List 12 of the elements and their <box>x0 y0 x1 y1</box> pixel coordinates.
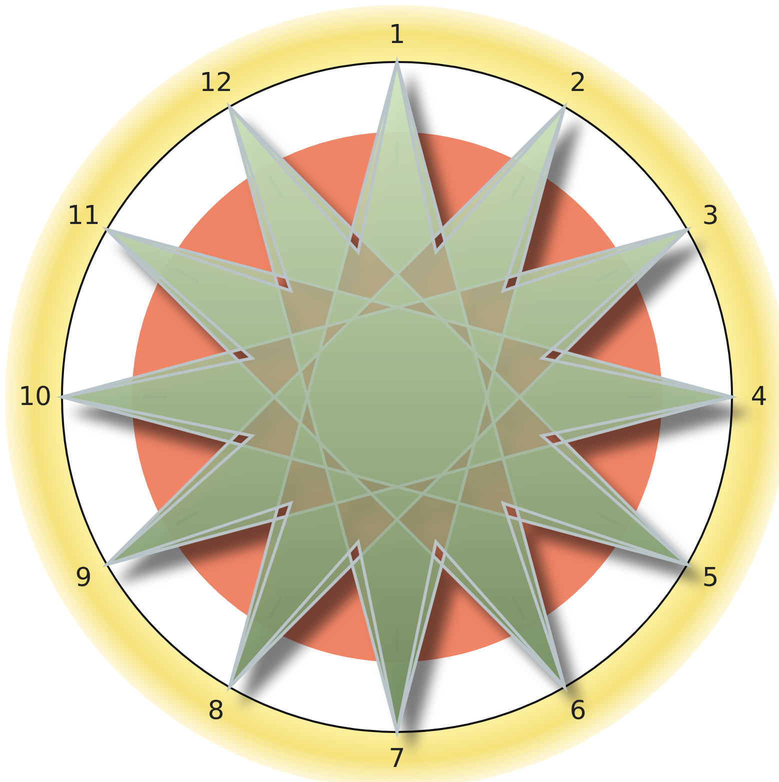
hour-number: 12 <box>199 70 233 96</box>
hour-number: 8 <box>208 698 224 724</box>
hour-number: 6 <box>570 698 586 724</box>
hour-number: 5 <box>702 565 719 591</box>
hour-number: 11 <box>66 203 100 229</box>
hour-number: 7 <box>388 746 406 772</box>
hour-number: 2 <box>570 70 586 96</box>
hour-number: 4 <box>750 384 768 410</box>
hour-number: 3 <box>702 203 719 229</box>
hour-number: 9 <box>75 565 92 591</box>
hour-number: 10 <box>18 384 52 410</box>
hour-number: 1 <box>388 22 406 48</box>
